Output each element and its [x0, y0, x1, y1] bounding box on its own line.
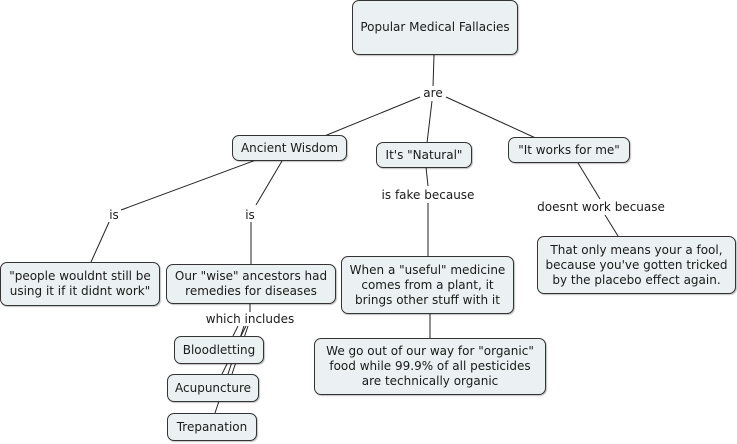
link-doesnt-placebo [604, 214, 619, 237]
link-ancient-is-right [255, 160, 283, 206]
node-people-wouldnt-still[interactable]: "people wouldnt still be using it if it … [0, 262, 160, 306]
node-ancient-wisdom[interactable]: Ancient Wisdom [232, 135, 347, 161]
node-acupuncture[interactable]: Acupuncture [167, 374, 259, 402]
link-works-doesnt [577, 162, 601, 200]
link-is-left-people [90, 219, 111, 263]
link-root-are [432, 54, 435, 88]
link-natural-fake [425, 166, 429, 187]
node-popular-medical-fallacies[interactable]: Popular Medical Fallacies [352, 0, 518, 55]
link-label-is-right: is [244, 208, 256, 222]
link-label-are: are [422, 86, 444, 100]
node-organic[interactable]: We go out of our way for "organic" food … [314, 338, 546, 395]
link-label-which-includes: which includes [205, 312, 295, 326]
link-label-is-fake-because: is fake because [381, 188, 475, 202]
link-label-is-left: is [108, 208, 120, 222]
node-its-natural[interactable]: It's "Natural" [376, 142, 472, 168]
node-trepanation[interactable]: Trepanation [167, 413, 257, 441]
node-bloodletting[interactable]: Bloodletting [174, 336, 264, 364]
node-placebo[interactable]: That only means your a fool, because you… [537, 236, 736, 294]
node-it-works-for-me[interactable]: "It works for me" [508, 137, 630, 163]
link-label-doesnt-work-because: doesnt work becuase [537, 200, 665, 214]
link-which-blood [232, 325, 239, 337]
node-wise-ancestors[interactable]: Our "wise" ancestors had remedies for di… [166, 264, 336, 304]
link-are-natural [426, 100, 433, 144]
link-ancient-is-left [120, 159, 257, 211]
node-useful-medicine[interactable]: When a "useful" medicine comes from a pl… [341, 256, 514, 314]
link-are-ancient [321, 96, 421, 138]
link-are-works [445, 96, 541, 141]
